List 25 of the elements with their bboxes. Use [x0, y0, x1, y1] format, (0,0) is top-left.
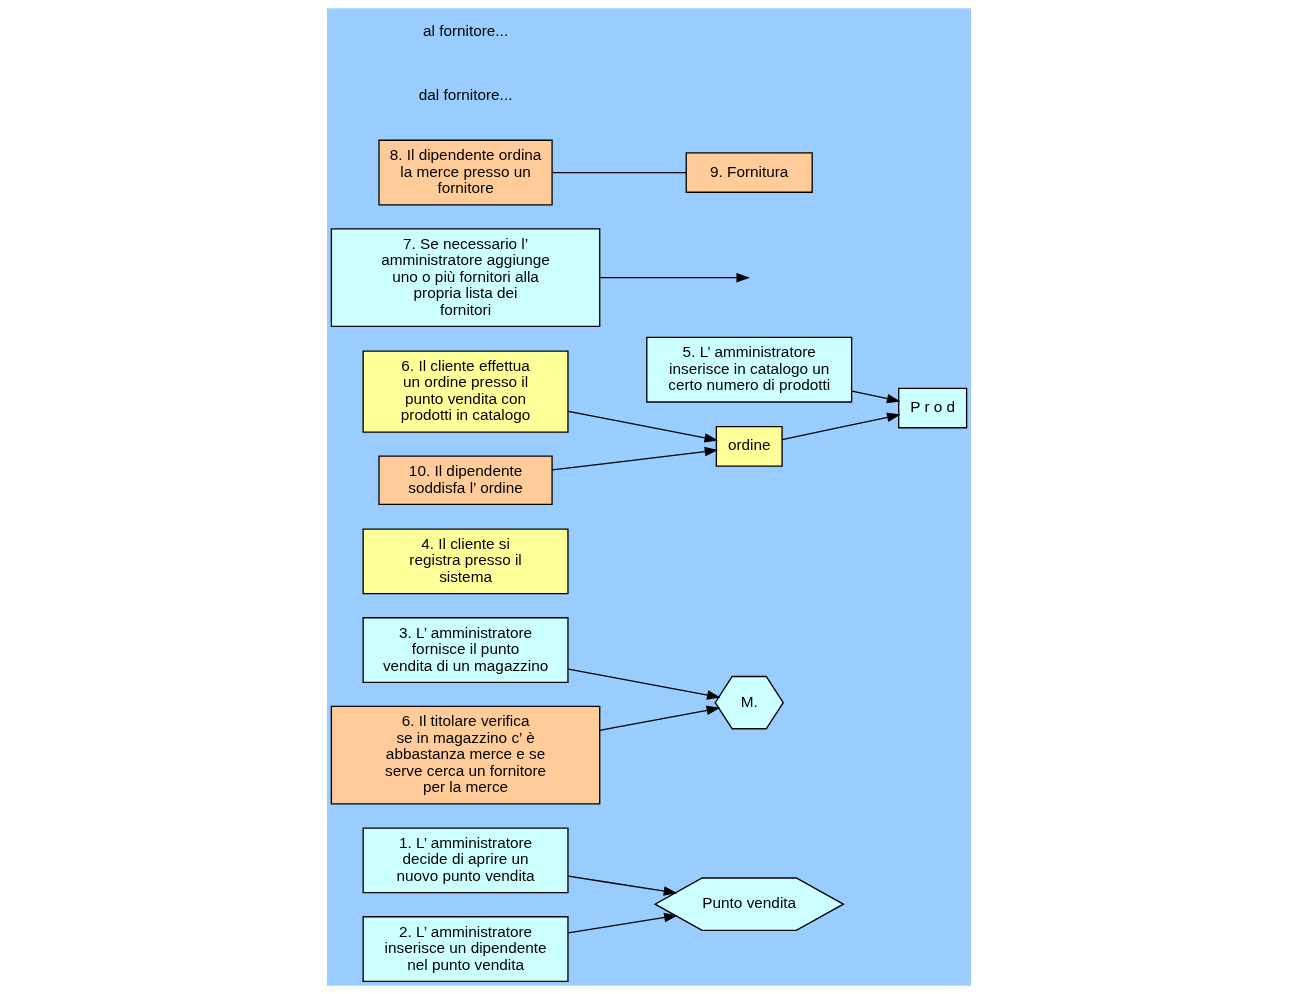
label: dal fornitore... [418, 85, 512, 103]
arrow [850, 390, 900, 404]
arrow [781, 412, 901, 441]
node-box: 9. Fornitura [685, 152, 813, 193]
arrow [567, 668, 721, 700]
node-box: 7. Se necessario l’ amministratore aggiunge uno o più fornitori alla propria lista dei fornitori [330, 228, 600, 328]
node-box: P r o d [897, 387, 967, 429]
node-box: 10. Il dipendente soddisfa l’ ordine [377, 455, 553, 506]
node-box: 4. Il cliente si registra presso il sistema [362, 528, 569, 595]
arrow [598, 272, 750, 283]
node-box: 5. L’ amministratore inserisce in catalogo un certo numero di prodotti [645, 336, 852, 403]
node-box: 1. L’ amministratore decide di aprire un nuovo punto vendita [362, 827, 569, 894]
arrow [551, 446, 718, 471]
node-box: ordine [715, 425, 783, 467]
node-box: 6. Il titolare verifica se in magazzino c’ è abbastanza merce e se serve cerca un fornitore per la merce [330, 705, 600, 805]
node-box: 6. Il cliente effettua un ordine presso il punto vendita con prodotti in catalogo [362, 350, 569, 433]
arrow [567, 875, 677, 896]
label: al fornitore... [422, 22, 508, 40]
node-box: 8. Il dipendente ordina la merce presso un fornitore [377, 139, 553, 206]
arrow [567, 912, 678, 934]
arrow [567, 410, 718, 443]
arrow [598, 705, 720, 731]
node-box: 2. L’ amministratore inserisce un dipendente nel punto vendita [362, 916, 569, 983]
connector [551, 171, 687, 174]
node-box: 3. L’ amministratore fornisce il punto vendita di un magazzino [362, 617, 569, 684]
